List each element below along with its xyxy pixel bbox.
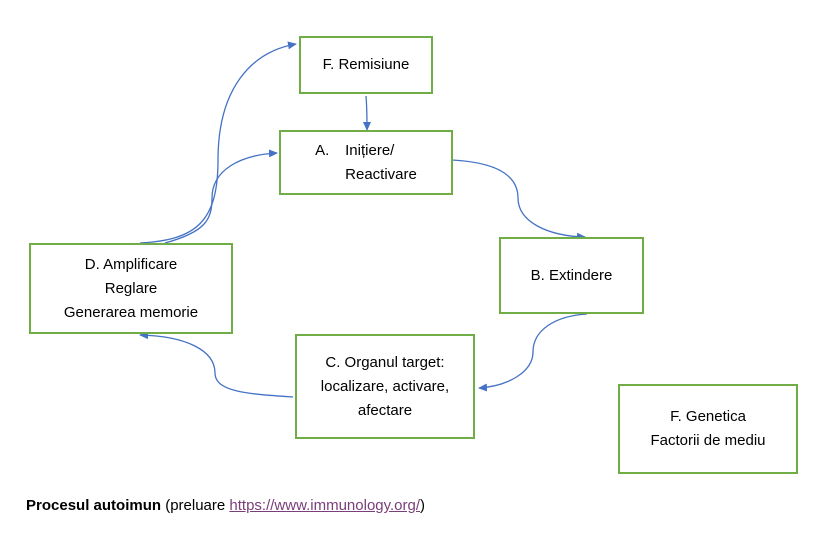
figure-caption: Procesul autoimun (preluare https://www.… xyxy=(26,497,425,514)
node-label: Generarea memorie xyxy=(63,303,199,321)
arrow-amplificare-to-initiere xyxy=(164,149,278,244)
source-link[interactable]: https://www.immunology.org/ xyxy=(229,497,421,514)
node-b-extindere: B. Extindere xyxy=(499,237,644,314)
node-label: F. Genetica xyxy=(670,408,746,425)
node-f-genetica: F. Genetica Factorii de mediu xyxy=(618,384,798,474)
node-label: C. Organul target: xyxy=(325,353,445,371)
arrow-extindere-to-organ xyxy=(478,313,588,392)
node-c-organul-target: C. Organul target: localizare, activare,… xyxy=(295,334,475,439)
caption-prefix: (preluare xyxy=(161,497,230,514)
node-label: Inițiere/ xyxy=(345,141,395,159)
numbered-label: A. Inițiere/ Reactivare xyxy=(315,139,417,187)
node-d-amplificare: D. Amplificare Reglare Generarea memorie xyxy=(29,243,233,334)
node-label: afectare xyxy=(357,401,413,419)
node-label: localizare, activare, xyxy=(320,377,450,395)
node-label: F. Remisiune xyxy=(322,56,410,73)
arrow-remisiune-to-initiere xyxy=(362,95,371,131)
caption-title: Procesul autoimun xyxy=(26,497,162,514)
node-label: Reactivare xyxy=(345,165,417,183)
node-a-initiere: A. Inițiere/ Reactivare xyxy=(279,130,453,195)
arrow-organ-to-amplificare xyxy=(139,331,294,398)
arrow-initiere-to-extindere xyxy=(451,159,586,241)
node-number: A. xyxy=(315,141,330,159)
node-label: Reglare xyxy=(104,279,158,297)
caption-suffix: ) xyxy=(420,497,426,514)
node-label: B. Extindere xyxy=(530,266,613,284)
arrow-amplificare-to-remisiune xyxy=(139,41,297,244)
node-label: Factorii de mediu xyxy=(650,432,766,449)
node-label: D. Amplificare xyxy=(84,255,178,273)
numbered-row: A. Inițiere/ xyxy=(315,139,394,163)
node-f-remisiune: F. Remisiune xyxy=(299,36,433,94)
